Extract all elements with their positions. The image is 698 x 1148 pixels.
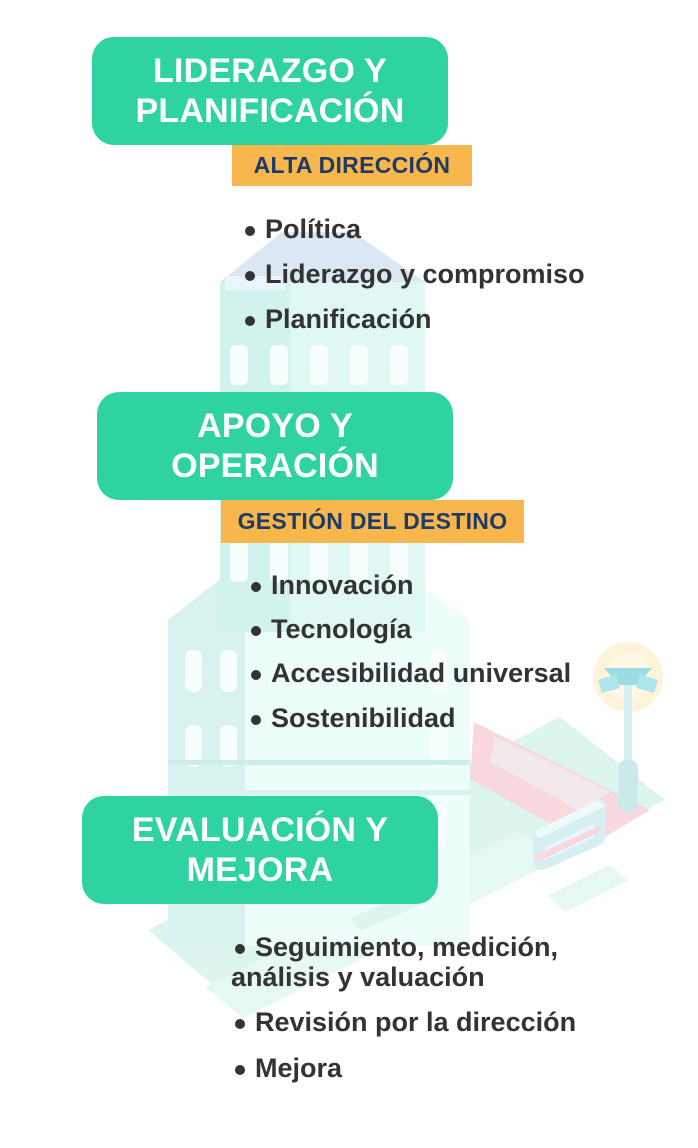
list-item: Mejora xyxy=(231,1053,621,1083)
tram-icon xyxy=(533,799,606,870)
item-accesibilidad-universal: Accesibilidad universal xyxy=(271,658,572,689)
list-item: Liderazgo y compromiso xyxy=(241,259,631,289)
list-item: Revisión por la dirección xyxy=(231,1007,621,1037)
list-item: Seguimiento, medición, análisis y valuac… xyxy=(231,932,621,992)
tag-gestion-del-destino: GESTIÓN DEL DESTINO xyxy=(221,500,524,543)
item-revision-direccion: Revisión por la dirección xyxy=(255,1007,577,1038)
section-title-liderazgo-planificacion: LIDERAZGO Y PLANIFICACIÓN xyxy=(135,51,405,130)
section-title-apoyo-operacion: APOYO Y OPERACIÓN xyxy=(171,406,379,485)
section-box-liderazgo-planificacion: LIDERAZGO Y PLANIFICACIÓN xyxy=(92,37,448,145)
section-title-evaluacion-mejora: EVALUACIÓN Y MEJORA xyxy=(131,810,389,889)
item-sostenibilidad: Sostenibilidad xyxy=(271,702,456,733)
item-liderazgo-compromiso: Liderazgo y compromiso xyxy=(265,259,585,290)
item-seguimiento: Seguimiento, medición, análisis y valuac… xyxy=(231,932,559,993)
tag-alta-direccion: ALTA DIRECCIÓN xyxy=(232,145,472,186)
list-item: Sostenibilidad xyxy=(247,703,607,733)
section-box-evaluacion-mejora: EVALUACIÓN Y MEJORA xyxy=(82,796,438,904)
items-liderazgo-planificacion: Política Liderazgo y compromiso Planific… xyxy=(241,214,631,350)
item-innovacion: Innovación xyxy=(271,570,414,600)
list-item: Política xyxy=(241,214,631,244)
item-politica: Política xyxy=(265,214,362,244)
items-apoyo-operacion: Innovación Tecnología Accesibilidad univ… xyxy=(247,570,607,747)
list-item: Tecnología xyxy=(247,614,607,644)
item-planificacion: Planificación xyxy=(265,304,432,335)
tag-text-alta-direccion: ALTA DIRECCIÓN xyxy=(253,152,451,178)
list-item: Accesibilidad universal xyxy=(247,658,607,688)
streetlamp-icon xyxy=(593,642,663,812)
tag-text-gestion-del-destino: GESTIÓN DEL DESTINO xyxy=(237,508,508,534)
item-mejora: Mejora xyxy=(255,1052,343,1083)
list-item: Innovación xyxy=(247,570,607,600)
list-item: Planificación xyxy=(241,304,631,334)
item-tecnologia: Tecnología xyxy=(271,614,412,645)
items-evaluacion-mejora: Seguimiento, medición, análisis y valuac… xyxy=(231,932,621,1098)
section-box-apoyo-operacion: APOYO Y OPERACIÓN xyxy=(97,392,453,500)
